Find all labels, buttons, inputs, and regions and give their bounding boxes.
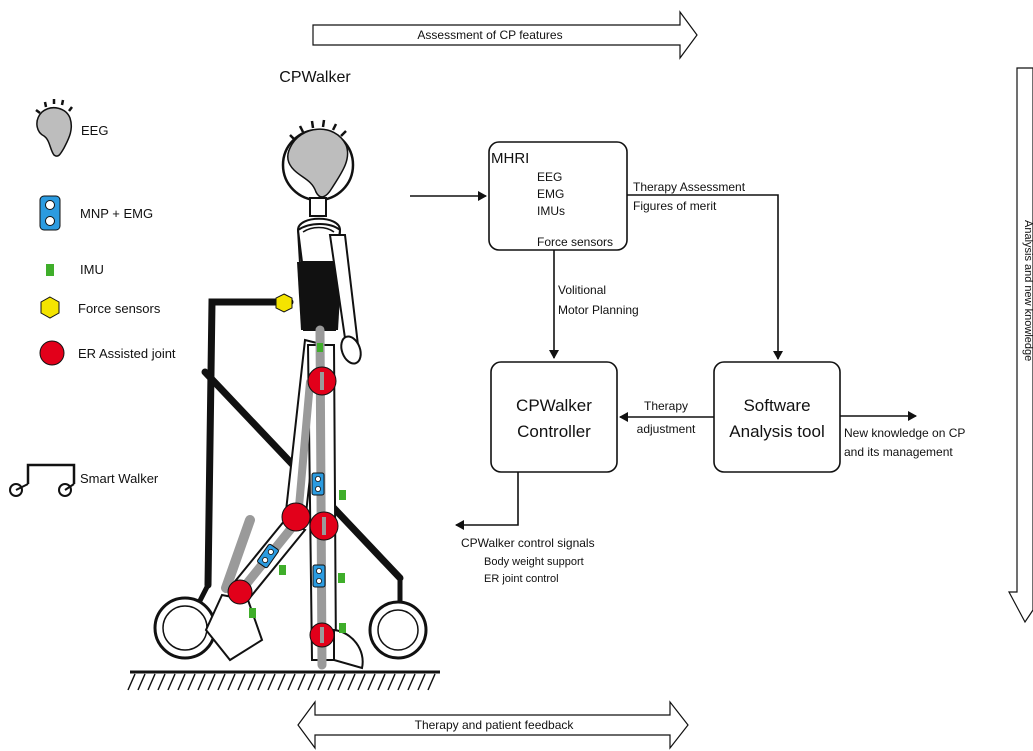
bottom-feedback-arrow: Therapy and patient feedback xyxy=(297,700,689,750)
child-arm xyxy=(328,234,362,365)
software-box: Software Analysis tool xyxy=(713,361,841,473)
controller-box: CPWalker Controller xyxy=(490,361,618,473)
legend-label-eeg: EEG xyxy=(81,123,108,138)
label-body-weight-support: Body weight support xyxy=(484,556,584,568)
child-head xyxy=(281,119,355,202)
legend-label-force: Force sensors xyxy=(78,301,161,316)
mhri-box: MHRI EEG EMG IMUs Force sensors xyxy=(488,141,628,251)
right-analysis-arrow: Analysis and new knowledge xyxy=(1008,67,1033,624)
eeg-cap-icon xyxy=(35,99,73,157)
controller-line1: CPWalker xyxy=(516,396,592,415)
label-er-joint-control: ER joint control xyxy=(484,573,559,585)
legend-label-walker: Smart Walker xyxy=(80,471,159,486)
label-figures-of-merit: Figures of merit xyxy=(633,199,717,213)
controller-line2: Controller xyxy=(517,422,591,441)
label-new-knowledge-1: New knowledge on CP xyxy=(844,426,965,440)
body-imu-markers xyxy=(249,343,346,633)
force-sensor-icon xyxy=(40,296,60,319)
legend: EEG MNP + EMG IMU Force sensors ER Assis… xyxy=(9,99,176,497)
cpwalker-illustration xyxy=(127,119,440,691)
legend-label-joint: ER Assisted joint xyxy=(78,346,176,361)
imu-icon xyxy=(46,264,54,276)
label-therapy-assessment: Therapy Assessment xyxy=(633,180,746,194)
legend-label-mnp-emg: MNP + EMG xyxy=(80,206,153,221)
label-volitional: Volitional xyxy=(558,283,606,297)
control-signals-path xyxy=(455,472,519,530)
mhri-item-eeg: EEG xyxy=(537,170,562,184)
mhri-item-force: Force sensors xyxy=(537,235,613,249)
label-therapy: Therapy xyxy=(644,399,688,413)
child-neck xyxy=(309,197,327,217)
body-emg-sensors xyxy=(257,472,326,588)
top-arrow-label: Assessment of CP features xyxy=(417,28,562,42)
child-torso xyxy=(296,217,342,331)
handle-force-sensor-icon xyxy=(275,293,293,313)
smart-walker-icon xyxy=(9,463,76,497)
bottom-arrow-label: Therapy and patient feedback xyxy=(415,718,575,732)
legend-label-imu: IMU xyxy=(80,262,104,277)
device-title: CPWalker xyxy=(279,69,351,86)
label-new-knowledge-2: and its management xyxy=(844,445,953,459)
label-control-signals: CPWalker control signals xyxy=(461,536,595,550)
right-arrow-label: Analysis and new knowledge xyxy=(1022,220,1033,361)
label-motor-planning: Motor Planning xyxy=(558,303,639,317)
assessment-path xyxy=(627,194,783,360)
mhri-title: MHRI xyxy=(491,150,529,167)
mnp-emg-sensor-icon xyxy=(39,195,61,231)
software-line2: Analysis tool xyxy=(729,422,824,441)
mhri-item-imus: IMUs xyxy=(537,204,565,218)
walker-wheel-rear xyxy=(368,600,428,660)
label-adjustment: adjustment xyxy=(637,422,696,436)
assisted-joint-icon xyxy=(39,340,65,366)
mhri-item-emg: EMG xyxy=(537,187,564,201)
software-line1: Software xyxy=(743,396,810,415)
top-feedback-arrow: Assessment of CP features xyxy=(312,10,698,60)
ground xyxy=(127,670,440,691)
